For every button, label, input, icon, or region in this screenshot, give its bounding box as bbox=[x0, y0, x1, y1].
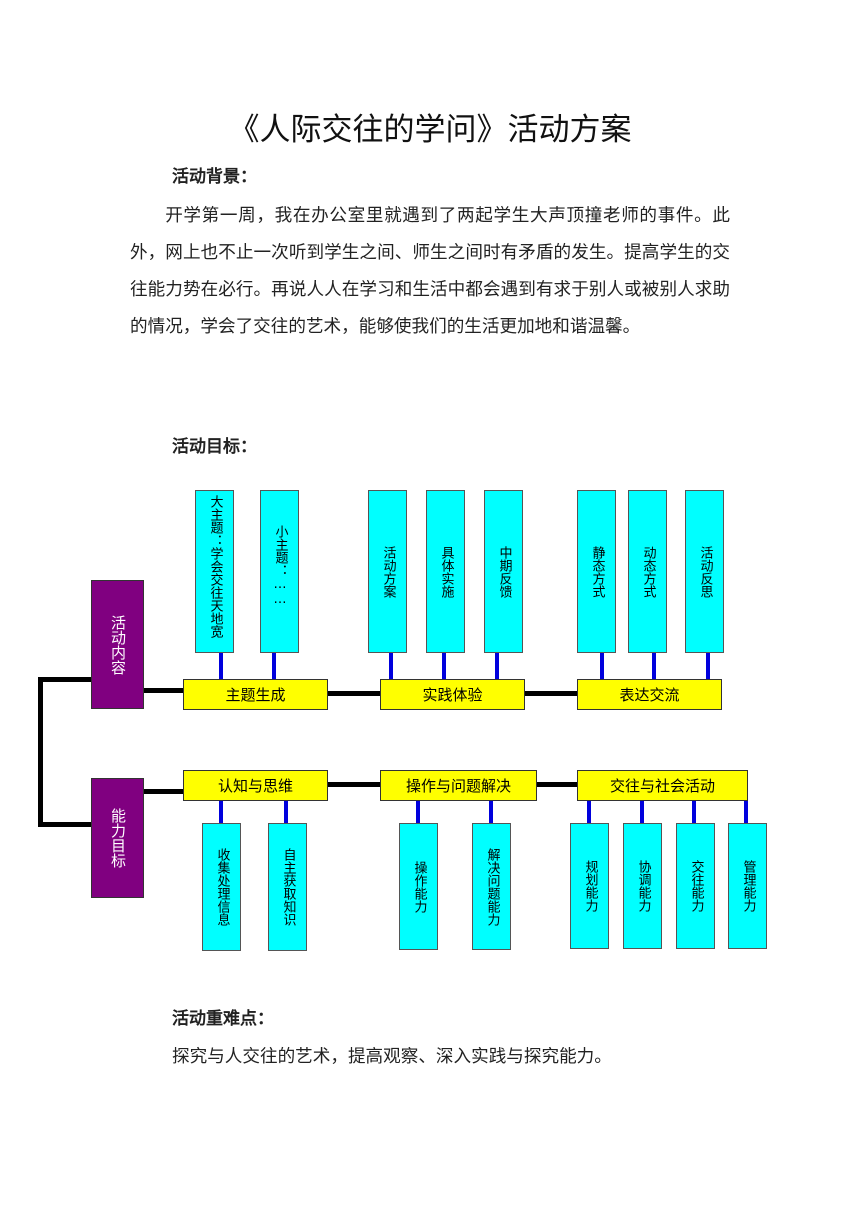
leaf-connector bbox=[219, 653, 223, 679]
connector-content-2 bbox=[327, 691, 381, 696]
key-points-heading: 活动重难点： bbox=[172, 1009, 274, 1029]
key-points-text: 探究与人交往的艺术，提高观察、深入实践与探究能力。 bbox=[172, 1047, 612, 1067]
leaf-box: 自主获取知识 bbox=[268, 823, 307, 951]
leaf-connector bbox=[489, 801, 493, 823]
leaf-box: 中期反馈 bbox=[484, 490, 523, 653]
leaf-box: 活动方案 bbox=[368, 490, 407, 653]
stage-box: 实践体验 bbox=[380, 679, 525, 710]
bracket-top bbox=[38, 677, 93, 682]
bracket-bottom bbox=[38, 822, 93, 827]
category-ability-box: 能力目标 bbox=[91, 778, 144, 898]
leaf-box: 收集处理信息 bbox=[202, 823, 241, 951]
stage-box: 认知与思维 bbox=[183, 770, 328, 801]
leaf-box: 静态方式 bbox=[577, 490, 616, 653]
stage-box: 表达交流 bbox=[577, 679, 722, 710]
connector-ability-3 bbox=[536, 782, 578, 787]
connector-content-1 bbox=[144, 688, 184, 693]
stage-box: 主题生成 bbox=[183, 679, 328, 710]
bracket-vertical bbox=[38, 677, 43, 827]
leaf-connector bbox=[495, 653, 499, 679]
leaf-box: 解决问题能力 bbox=[472, 823, 511, 950]
leaf-connector bbox=[652, 653, 656, 679]
leaf-connector bbox=[706, 653, 710, 679]
leaf-connector bbox=[219, 801, 223, 823]
leaf-box: 具体实施 bbox=[426, 490, 465, 653]
background-heading: 活动背景： bbox=[172, 167, 257, 187]
leaf-box: 小主题：…… bbox=[260, 490, 299, 653]
leaf-box: 大主题：学会交往天地宽 bbox=[195, 490, 234, 653]
goal-heading: 活动目标： bbox=[172, 437, 257, 457]
background-paragraph: 开学第一周，我在办公室里就遇到了两起学生大声顶撞老师的事件。此外，网上也不止一次… bbox=[130, 206, 730, 337]
leaf-connector bbox=[389, 653, 393, 679]
leaf-connector bbox=[692, 801, 696, 823]
leaf-box: 协调能力 bbox=[623, 823, 662, 949]
leaf-connector bbox=[744, 801, 748, 823]
leaf-connector bbox=[587, 801, 591, 823]
stage-box: 操作与问题解决 bbox=[380, 770, 537, 801]
stage-box: 交往与社会活动 bbox=[577, 770, 748, 801]
page-title: 《人际交往的学问》活动方案 bbox=[228, 112, 632, 148]
leaf-connector bbox=[284, 801, 288, 823]
leaf-box: 管理能力 bbox=[728, 823, 767, 949]
leaf-connector bbox=[416, 801, 420, 823]
leaf-connector bbox=[600, 653, 604, 679]
leaf-connector bbox=[442, 653, 446, 679]
leaf-connector bbox=[272, 653, 276, 679]
leaf-box: 规划能力 bbox=[570, 823, 609, 949]
connector-ability-1 bbox=[144, 789, 184, 794]
leaf-box: 交往能力 bbox=[676, 823, 715, 949]
leaf-box: 动态方式 bbox=[628, 490, 667, 653]
leaf-box: 活动反思 bbox=[685, 490, 724, 653]
leaf-box: 操作能力 bbox=[399, 823, 438, 950]
leaf-connector bbox=[640, 801, 644, 823]
category-content-box: 活动内容 bbox=[91, 580, 144, 709]
connector-content-3 bbox=[524, 691, 578, 696]
connector-ability-2 bbox=[327, 782, 381, 787]
